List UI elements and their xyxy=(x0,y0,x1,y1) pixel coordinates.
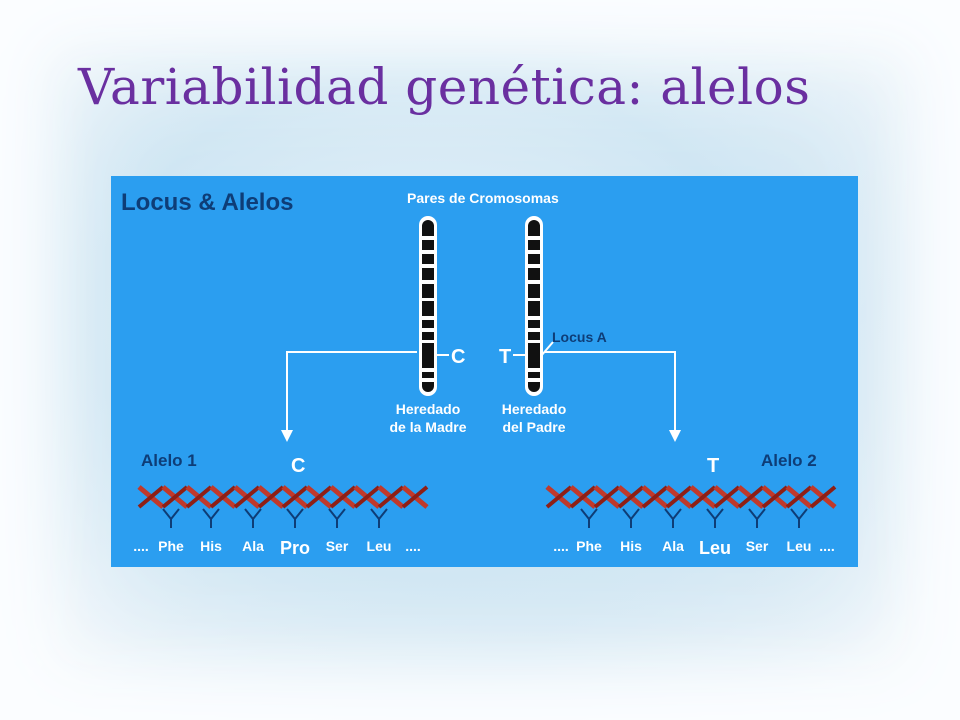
codon-label: Phe xyxy=(576,538,602,554)
dna-segment xyxy=(761,485,789,509)
codon-stem xyxy=(328,508,346,528)
codon-label: Leu xyxy=(367,538,392,554)
codon-label: .... xyxy=(405,538,421,554)
allele2-dna-strand xyxy=(545,485,837,509)
allele1-codons: .... Phe His Ala Pro Ser Leu.... xyxy=(133,538,421,558)
allele2-base: T xyxy=(707,455,719,477)
dna-segment xyxy=(713,485,741,509)
codon-label: Leu xyxy=(787,538,812,554)
dna-segment xyxy=(545,485,573,509)
locus-alleles-diagram: Locus & Alelos Pares de Cromosomas xyxy=(111,176,858,567)
dna-segment xyxy=(185,485,213,509)
allele2-codon-stems xyxy=(580,508,808,528)
dna-segment xyxy=(233,485,261,509)
codon-label: Phe xyxy=(158,538,184,554)
codon-label: His xyxy=(200,538,222,554)
chromosome-pairs-label: Pares de Cromosomas xyxy=(407,190,559,206)
codon-label: Pro xyxy=(280,538,310,558)
paternal-label-line1: Heredado xyxy=(502,401,567,417)
dna-segment xyxy=(377,485,405,509)
allele1-codon-stems xyxy=(162,508,388,528)
dna-segment xyxy=(809,485,837,509)
allele2-label: Alelo 2 xyxy=(761,451,817,470)
dna-segment xyxy=(281,485,309,509)
paternal-arrow xyxy=(545,351,676,430)
locus-label: Locus A xyxy=(552,329,607,345)
paternal-base: T xyxy=(499,346,511,368)
dna-segment xyxy=(401,485,429,509)
locus-pointer xyxy=(540,341,554,357)
dna-segment xyxy=(641,485,669,509)
codon-stem xyxy=(202,508,220,528)
codon-label: Ala xyxy=(662,538,684,554)
codon-stem xyxy=(664,508,682,528)
dna-segment xyxy=(785,485,813,509)
dna-segment xyxy=(305,485,333,509)
dna-segment xyxy=(353,485,381,509)
codon-label: .... xyxy=(553,538,569,554)
codon-stem xyxy=(162,508,180,528)
dna-segment xyxy=(737,485,765,509)
codon-stem xyxy=(748,508,766,528)
dna-segment xyxy=(209,485,237,509)
codon-stem xyxy=(244,508,262,528)
slide-title: Variabilidad genética: alelos xyxy=(78,58,811,116)
maternal-label-line2: de la Madre xyxy=(389,419,466,435)
maternal-base: C xyxy=(451,346,465,368)
maternal-arrow xyxy=(286,351,417,430)
codon-label: Ala xyxy=(242,538,264,554)
allele1-base: C xyxy=(291,455,305,477)
diagram-heading: Locus & Alelos xyxy=(121,189,293,216)
allele1-dna-strand xyxy=(137,485,429,509)
dna-segment xyxy=(689,485,717,509)
maternal-arrowhead xyxy=(281,430,293,442)
codon-label: His xyxy=(620,538,642,554)
codon-label: .... xyxy=(133,538,149,554)
dna-segment xyxy=(593,485,621,509)
codon-stem xyxy=(790,508,808,528)
maternal-chromosome xyxy=(419,216,437,396)
codon-label: Ser xyxy=(326,538,349,554)
codon-stem xyxy=(580,508,598,528)
codon-stem xyxy=(706,508,724,528)
codon-stem xyxy=(622,508,640,528)
allele2-codons: .... Phe His Ala Leu Ser Leu.... xyxy=(553,538,835,558)
dna-segment xyxy=(161,485,189,509)
allele1-label: Alelo 1 xyxy=(141,451,197,470)
dna-segment xyxy=(329,485,357,509)
codon-stem xyxy=(370,508,388,528)
codon-label: Leu xyxy=(699,538,731,558)
maternal-label-line1: Heredado xyxy=(396,401,461,417)
dna-segment xyxy=(257,485,285,509)
paternal-chromosome xyxy=(525,216,543,396)
dna-segment xyxy=(137,485,165,509)
paternal-arrowhead xyxy=(669,430,681,442)
diagram-canvas: Locus & Alelos Pares de Cromosomas xyxy=(121,189,837,558)
dna-segment xyxy=(617,485,645,509)
dna-segment xyxy=(665,485,693,509)
dna-segment xyxy=(569,485,597,509)
paternal-label-line2: del Padre xyxy=(502,419,565,435)
codon-label: .... xyxy=(819,538,835,554)
codon-stem xyxy=(286,508,304,528)
codon-label: Ser xyxy=(746,538,769,554)
